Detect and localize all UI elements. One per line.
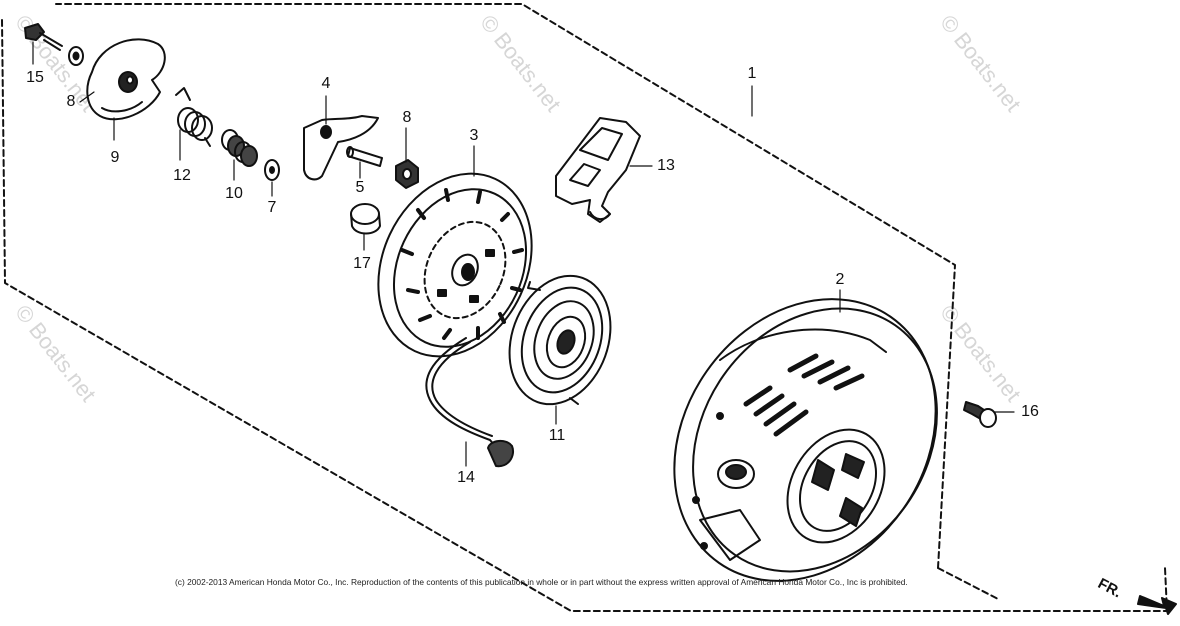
assembly-frame	[937, 567, 1001, 601]
callout-part-9: 9	[110, 149, 120, 166]
callout-part-3: 3	[469, 127, 479, 144]
bolt-part-15	[24, 23, 63, 51]
assembly-frame	[1, 3, 1168, 612]
front-direction-arrow	[1137, 595, 1177, 615]
callout-part-4: 4	[321, 75, 331, 92]
callout-part-15: 15	[26, 69, 44, 86]
callout-part-2: 2	[835, 271, 845, 288]
starter-rope-part-14	[425, 337, 514, 468]
leader-line-8a	[79, 91, 95, 103]
starter-case-part-2	[673, 298, 938, 582]
callout-part-13: 13	[657, 157, 675, 174]
callout-part-14: 14	[457, 469, 475, 486]
starter-grip-part-13	[555, 117, 641, 223]
callout-part-1: 1	[747, 65, 757, 82]
callout-part-8: 8	[66, 93, 76, 110]
callout-part-5: 5	[355, 179, 365, 196]
ratchet-pawl-part-4	[303, 115, 379, 181]
callout-part-12: 12	[173, 167, 191, 184]
callout-part-10: 10	[225, 185, 243, 202]
copyright-notice: (c) 2002-2013 American Honda Motor Co., …	[175, 577, 908, 587]
bolt-part-16	[963, 401, 997, 428]
pin-part-5	[346, 146, 383, 167]
callout-part-8b: 8	[402, 109, 412, 126]
reel-part-3	[377, 172, 533, 358]
collar-part-17	[350, 203, 381, 235]
spring-part-12	[175, 87, 213, 147]
callout-part-17: 17	[353, 255, 371, 272]
guide-plate-part-9	[86, 38, 166, 121]
nut-part-8	[395, 159, 419, 189]
recoil-spring-part-11	[508, 274, 612, 406]
spring-part-10	[221, 129, 258, 167]
callout-part-7: 7	[267, 199, 277, 216]
callout-part-11: 11	[548, 427, 566, 444]
callout-part-16: 16	[1021, 403, 1039, 420]
